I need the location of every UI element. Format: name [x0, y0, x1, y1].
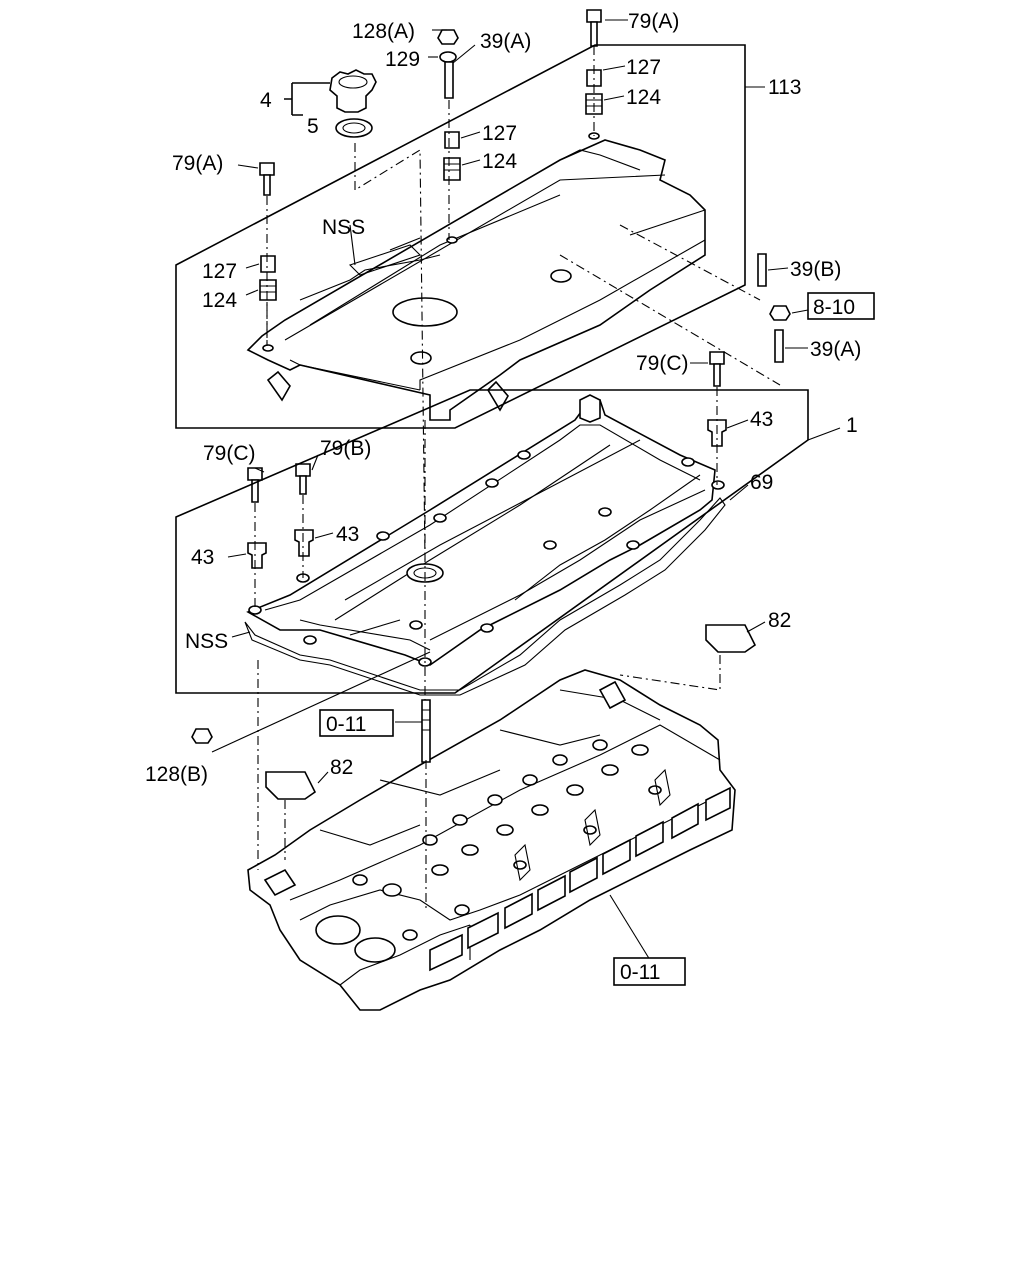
label-43-mid: 43 — [336, 523, 359, 546]
label-nss-bottom: NSS — [185, 630, 228, 653]
label-1: 1 — [846, 414, 858, 437]
grommet-124-left — [259, 279, 277, 301]
label-82-right: 82 — [768, 609, 791, 632]
spacer-43-mid — [294, 529, 314, 557]
label-39b: 39(B) — [790, 258, 841, 281]
label-127-left: 127 — [202, 260, 237, 283]
head-cover — [246, 132, 706, 421]
label-43-left: 43 — [191, 546, 214, 569]
label-128a: 128(A) — [352, 20, 415, 43]
ref-8-10-text: 8-10 — [813, 296, 855, 319]
bolt-79b — [295, 463, 311, 495]
ref-box-0-11-bottom[interactable]: 0-11 — [613, 957, 686, 986]
label-113: 113 — [768, 76, 801, 99]
spacer-43-left — [247, 542, 267, 569]
stud-0-11 — [421, 699, 431, 763]
label-79a-left: 79(A) — [172, 152, 223, 175]
part-labels: 128(A) 129 39(A) 79(A) 127 124 113 4 5 1… — [145, 10, 875, 986]
label-79a-top: 79(A) — [628, 10, 679, 33]
label-124-mid: 124 — [482, 150, 517, 173]
rocker-cover — [244, 394, 726, 696]
bracket-lines — [175, 19, 841, 961]
bolt-79c-right — [709, 351, 725, 387]
label-4: 4 — [260, 89, 272, 112]
label-39a-top: 39(A) — [480, 30, 531, 53]
label-82-left: 82 — [330, 756, 353, 779]
grommet-127-mid — [444, 131, 460, 149]
label-124-top: 124 — [626, 86, 661, 109]
bolt-79a-top — [586, 9, 602, 47]
nut-128a — [437, 29, 459, 45]
stud-39a-top — [444, 61, 454, 99]
cylinder-head — [247, 669, 736, 1011]
label-nss-top: NSS — [322, 216, 365, 239]
label-124-left: 124 — [202, 289, 237, 312]
label-79c-right: 79(C) — [636, 352, 689, 375]
oil-filler-cap — [329, 69, 377, 113]
label-128b: 128(B) — [145, 763, 208, 786]
nut-128b — [191, 728, 213, 744]
nut-right — [769, 305, 791, 321]
label-129: 129 — [385, 48, 420, 71]
label-127-top: 127 — [626, 56, 661, 79]
label-127-mid: 127 — [482, 122, 517, 145]
label-5: 5 — [307, 115, 319, 138]
half-moon-seal-82-left — [265, 771, 317, 800]
grommet-127-left — [260, 255, 276, 273]
ref-box-8-10[interactable]: 8-10 — [807, 292, 875, 320]
label-39a-right: 39(A) — [810, 338, 861, 361]
label-79c-left: 79(C) — [203, 442, 256, 465]
half-moon-seal-82-right — [705, 624, 757, 653]
grommet-124-mid — [443, 157, 461, 181]
ref-0-11-bottom-text: 0-11 — [620, 961, 660, 984]
label-79b: 79(B) — [320, 437, 371, 460]
label-69: 69 — [750, 471, 773, 494]
ref-0-11-top-text: 0-11 — [326, 713, 366, 736]
stud-39a-right — [774, 329, 784, 363]
washer-129 — [439, 51, 457, 63]
bolt-79a-left — [259, 162, 275, 196]
oil-filler-cap-seal — [335, 118, 373, 138]
stud-39b — [757, 253, 767, 287]
label-43-right: 43 — [750, 408, 773, 431]
ref-box-0-11-top[interactable]: 0-11 — [319, 709, 394, 737]
